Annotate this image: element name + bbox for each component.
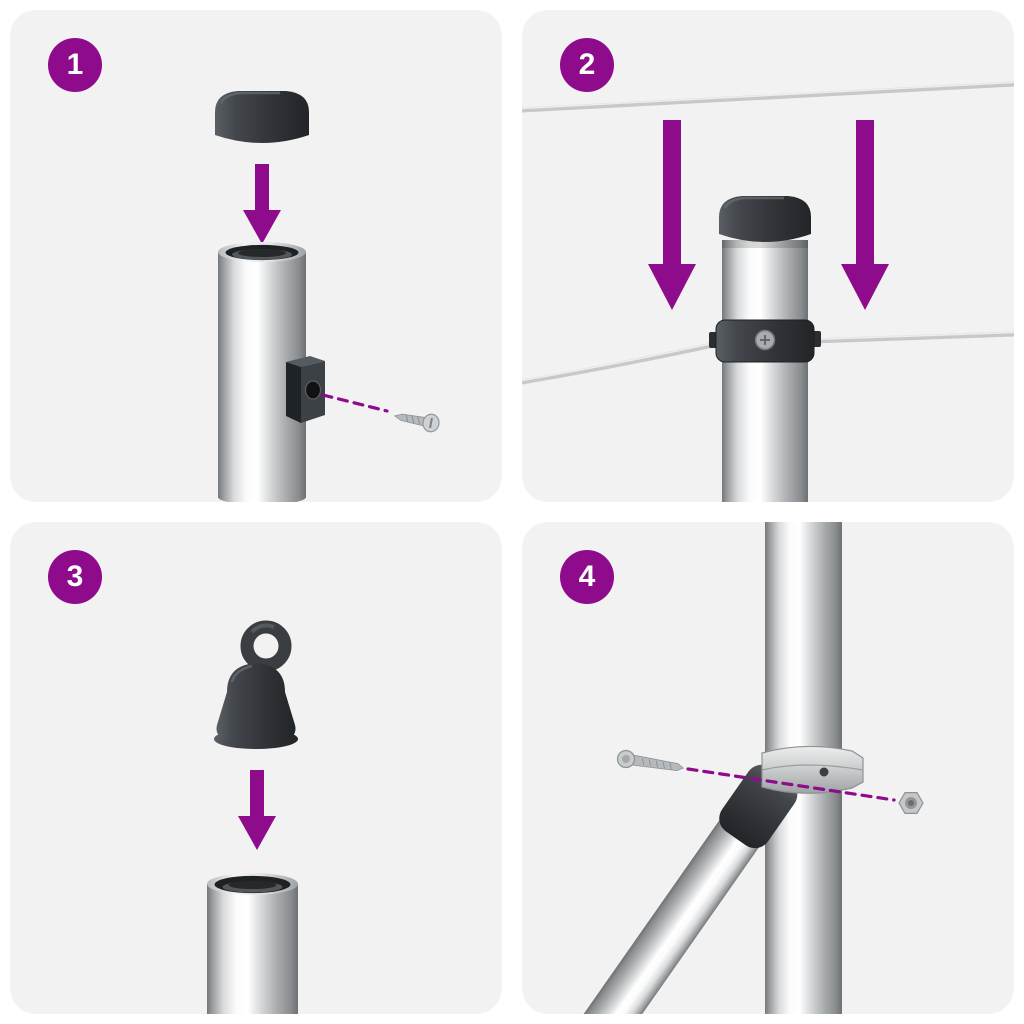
step-number: 2	[578, 48, 596, 81]
step-number-badge: 4	[560, 550, 614, 604]
post-cap	[719, 196, 811, 242]
top-tension-wire	[522, 81, 1014, 113]
down-arrow-left	[648, 120, 696, 310]
nut	[898, 792, 924, 814]
step-3-illustration	[207, 620, 298, 1014]
step-panel-2: 2	[522, 10, 1014, 502]
step-number: 4	[578, 560, 596, 593]
eyelet-cap	[214, 620, 298, 749]
assembly-dashed-line	[686, 767, 896, 802]
step-number: 1	[66, 48, 84, 81]
step-number-badge: 3	[48, 550, 102, 604]
down-arrow-right	[841, 120, 889, 310]
step-number-badge: 1	[48, 38, 102, 92]
step-4-illustration	[562, 522, 924, 1014]
step-panel-3: 3	[10, 522, 502, 1014]
step-number: 3	[66, 560, 84, 593]
down-arrow	[243, 164, 281, 244]
step-panel-4: 4	[522, 522, 1014, 1014]
down-arrow	[238, 770, 276, 850]
post-cap	[215, 91, 309, 143]
bolt	[616, 749, 685, 772]
step-2-illustration	[522, 81, 1014, 502]
clamp-bolt-head	[819, 767, 829, 777]
brace-clamp	[761, 745, 864, 794]
metal-post	[207, 873, 298, 1014]
metal-post	[722, 240, 808, 502]
step-number-badge: 2	[560, 38, 614, 92]
assembly-dashed-line	[321, 393, 389, 413]
screw-bracket	[286, 356, 325, 423]
step-panel-1: 1	[10, 10, 502, 502]
step-1-illustration	[215, 91, 440, 502]
wire-clamp	[709, 319, 821, 363]
screw	[393, 413, 440, 433]
